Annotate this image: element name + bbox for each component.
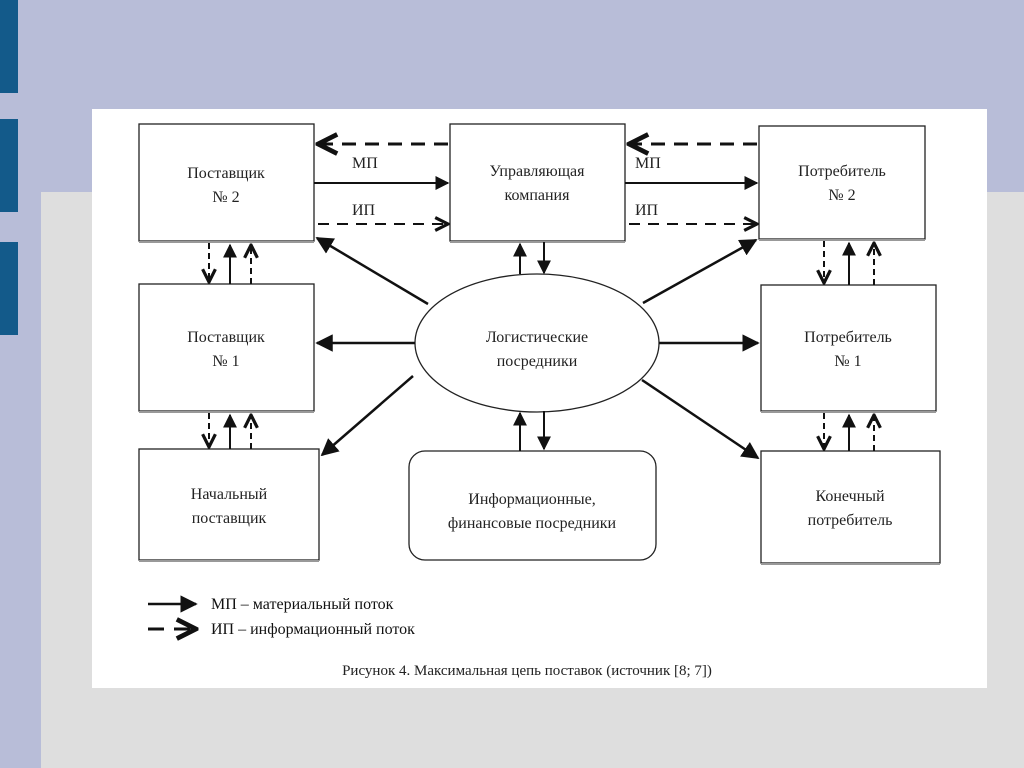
node-supplier-2-line1: Поставщик bbox=[187, 165, 265, 182]
edge-logistics-to-final-consumer bbox=[641, 378, 760, 460]
node-final-consumer-line2: потребитель bbox=[808, 512, 893, 529]
node-info-fin-line1: Информационные, bbox=[468, 491, 595, 508]
node-supplier-1-line2: № 1 bbox=[212, 353, 239, 370]
node-initial-supplier-line2: поставщик bbox=[192, 510, 267, 527]
edge-logistics-to-consumer2 bbox=[642, 238, 758, 305]
node-consumer-2-line2: № 2 bbox=[828, 187, 855, 204]
legend-item-ip: ИП – информационный поток bbox=[211, 621, 415, 638]
node-managing-company: Управляющая компания bbox=[449, 123, 626, 243]
node-consumer-2-line1: Потребитель bbox=[798, 163, 886, 180]
node-consumer-1: Потребитель № 1 bbox=[760, 284, 937, 413]
node-logistics-intermediaries: Логистические посредники bbox=[414, 273, 660, 413]
node-managing-company-line1: Управляющая bbox=[489, 163, 585, 180]
node-initial-supplier: Начальный поставщик bbox=[138, 448, 320, 562]
edge-label-mp-right: МП bbox=[635, 155, 661, 172]
node-info-fin-line2: финансовые посредники bbox=[448, 515, 617, 532]
accent-bar-1 bbox=[0, 0, 18, 93]
node-consumer-2: Потребитель № 2 bbox=[758, 125, 926, 241]
accent-bar-2 bbox=[0, 119, 18, 212]
edge-label-mp-left: МП bbox=[352, 155, 378, 172]
node-logistics-line1: Логистические bbox=[486, 329, 588, 346]
node-info-financial-intermediaries: Информационные, финансовые посредники bbox=[408, 450, 657, 561]
edge-label-ip-left: ИП bbox=[352, 202, 376, 219]
legend-item-mp: МП – материальный поток bbox=[211, 596, 394, 613]
node-logistics-line2: посредники bbox=[497, 353, 578, 370]
accent-bar-3 bbox=[0, 242, 18, 335]
node-final-consumer: Конечный потребитель bbox=[760, 450, 941, 565]
edge-logistics-to-supplier2 bbox=[315, 236, 429, 306]
node-supplier-2-line2: № 2 bbox=[212, 189, 239, 206]
node-consumer-1-line2: № 1 bbox=[834, 353, 861, 370]
edge-logistics-to-initial-supplier bbox=[320, 375, 414, 457]
node-final-consumer-line1: Конечный bbox=[815, 488, 885, 505]
edge-label-ip-right: ИП bbox=[635, 202, 659, 219]
legend: МП – материальный поток ИП – информацион… bbox=[148, 595, 415, 638]
node-managing-company-line2: компания bbox=[505, 187, 571, 204]
node-initial-supplier-line1: Начальный bbox=[191, 486, 268, 503]
node-supplier-2: Поставщик № 2 bbox=[138, 123, 315, 243]
node-supplier-1: Поставщик № 1 bbox=[138, 283, 315, 413]
node-supplier-1-line1: Поставщик bbox=[187, 329, 265, 346]
figure-caption: Рисунок 4. Максимальная цепь поставок (и… bbox=[342, 663, 712, 679]
node-consumer-1-line1: Потребитель bbox=[804, 329, 892, 346]
